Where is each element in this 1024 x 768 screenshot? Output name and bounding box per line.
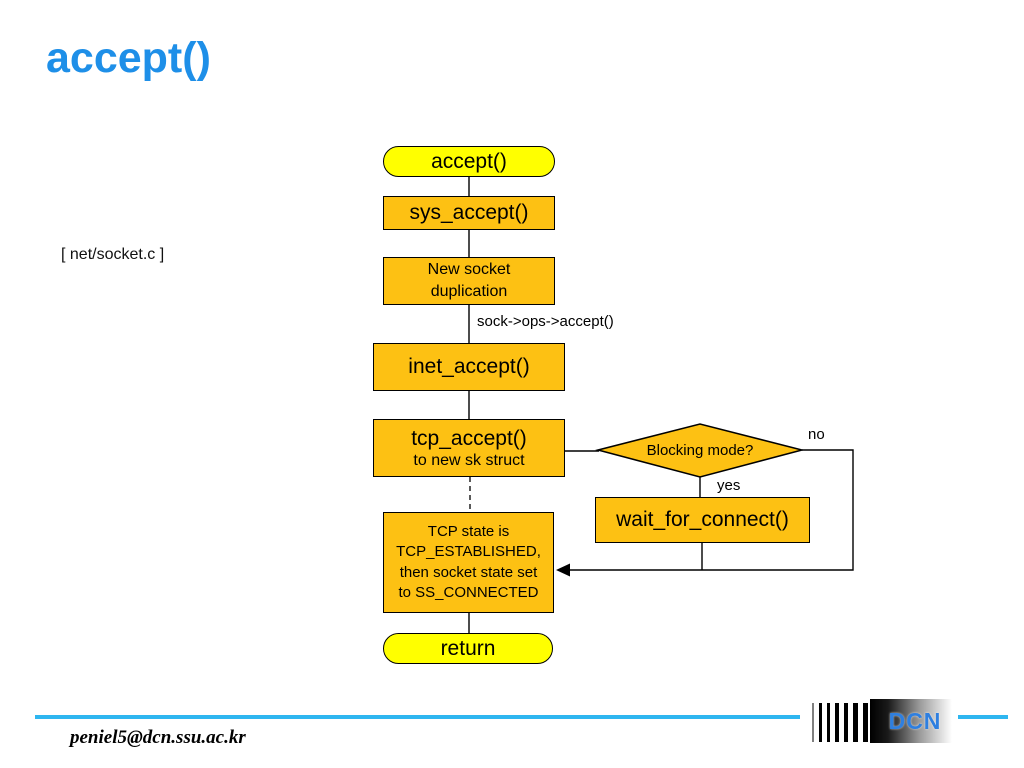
dcn-logo: DCN [870,699,952,743]
flow-node-wait-for-connect-label: wait_for_connect() [616,508,789,531]
edge-no-path [569,449,854,571]
barcode-bar [863,703,868,742]
branch-label-yes: yes [717,477,741,494]
flow-node-sys-accept-label: sys_accept() [409,201,529,224]
barcode-bar [835,703,839,742]
decision-blocking-mode-label: Blocking mode? [646,441,754,459]
source-file-reference: [ net/socket.c ] [61,246,165,263]
barcode-bar [827,703,830,742]
footer-right-dash [958,715,1008,719]
flow-node-tcp-accept: tcp_accept() to new sk struct [373,419,565,477]
footer-email: peniel5@dcn.ssu.ac.kr [70,727,246,748]
page-title: accept() [46,34,211,82]
flow-node-start: accept() [383,146,555,177]
flow-node-tcp-state: TCP state is TCP_ESTABLISHED, then socke… [383,512,554,613]
branch-label-no: no [808,426,825,443]
flow-node-new-socket-label: New socket duplication [427,260,511,300]
flow-node-tcp-accept-subtitle: to new sk struct [413,451,525,469]
flow-node-wait-for-connect: wait_for_connect() [595,497,810,543]
flow-node-new-socket-duplication: New socket duplication [383,257,555,305]
flow-node-return: return [383,633,553,664]
footer-divider-line [35,715,800,719]
dcn-logo-text: DCN [888,707,942,734]
flow-node-return-label: return [440,636,496,660]
edge-label-sock-ops-accept: sock->ops->accept() [477,313,614,330]
flow-node-tcp-accept-title: tcp_accept() [411,426,527,450]
flow-node-start-label: accept() [431,149,507,173]
barcode-bar [812,703,814,742]
barcode-bar [844,703,848,742]
flow-node-sys-accept: sys_accept() [383,196,555,230]
flow-node-inet-accept: inet_accept() [373,343,565,391]
flow-node-tcp-state-label: TCP state is TCP_ESTABLISHED, then socke… [396,523,541,601]
arrowhead-into-tcp-state [556,563,570,577]
barcode-bar [819,703,822,742]
barcode-bar [853,703,858,742]
flow-node-inet-accept-label: inet_accept() [408,355,530,378]
